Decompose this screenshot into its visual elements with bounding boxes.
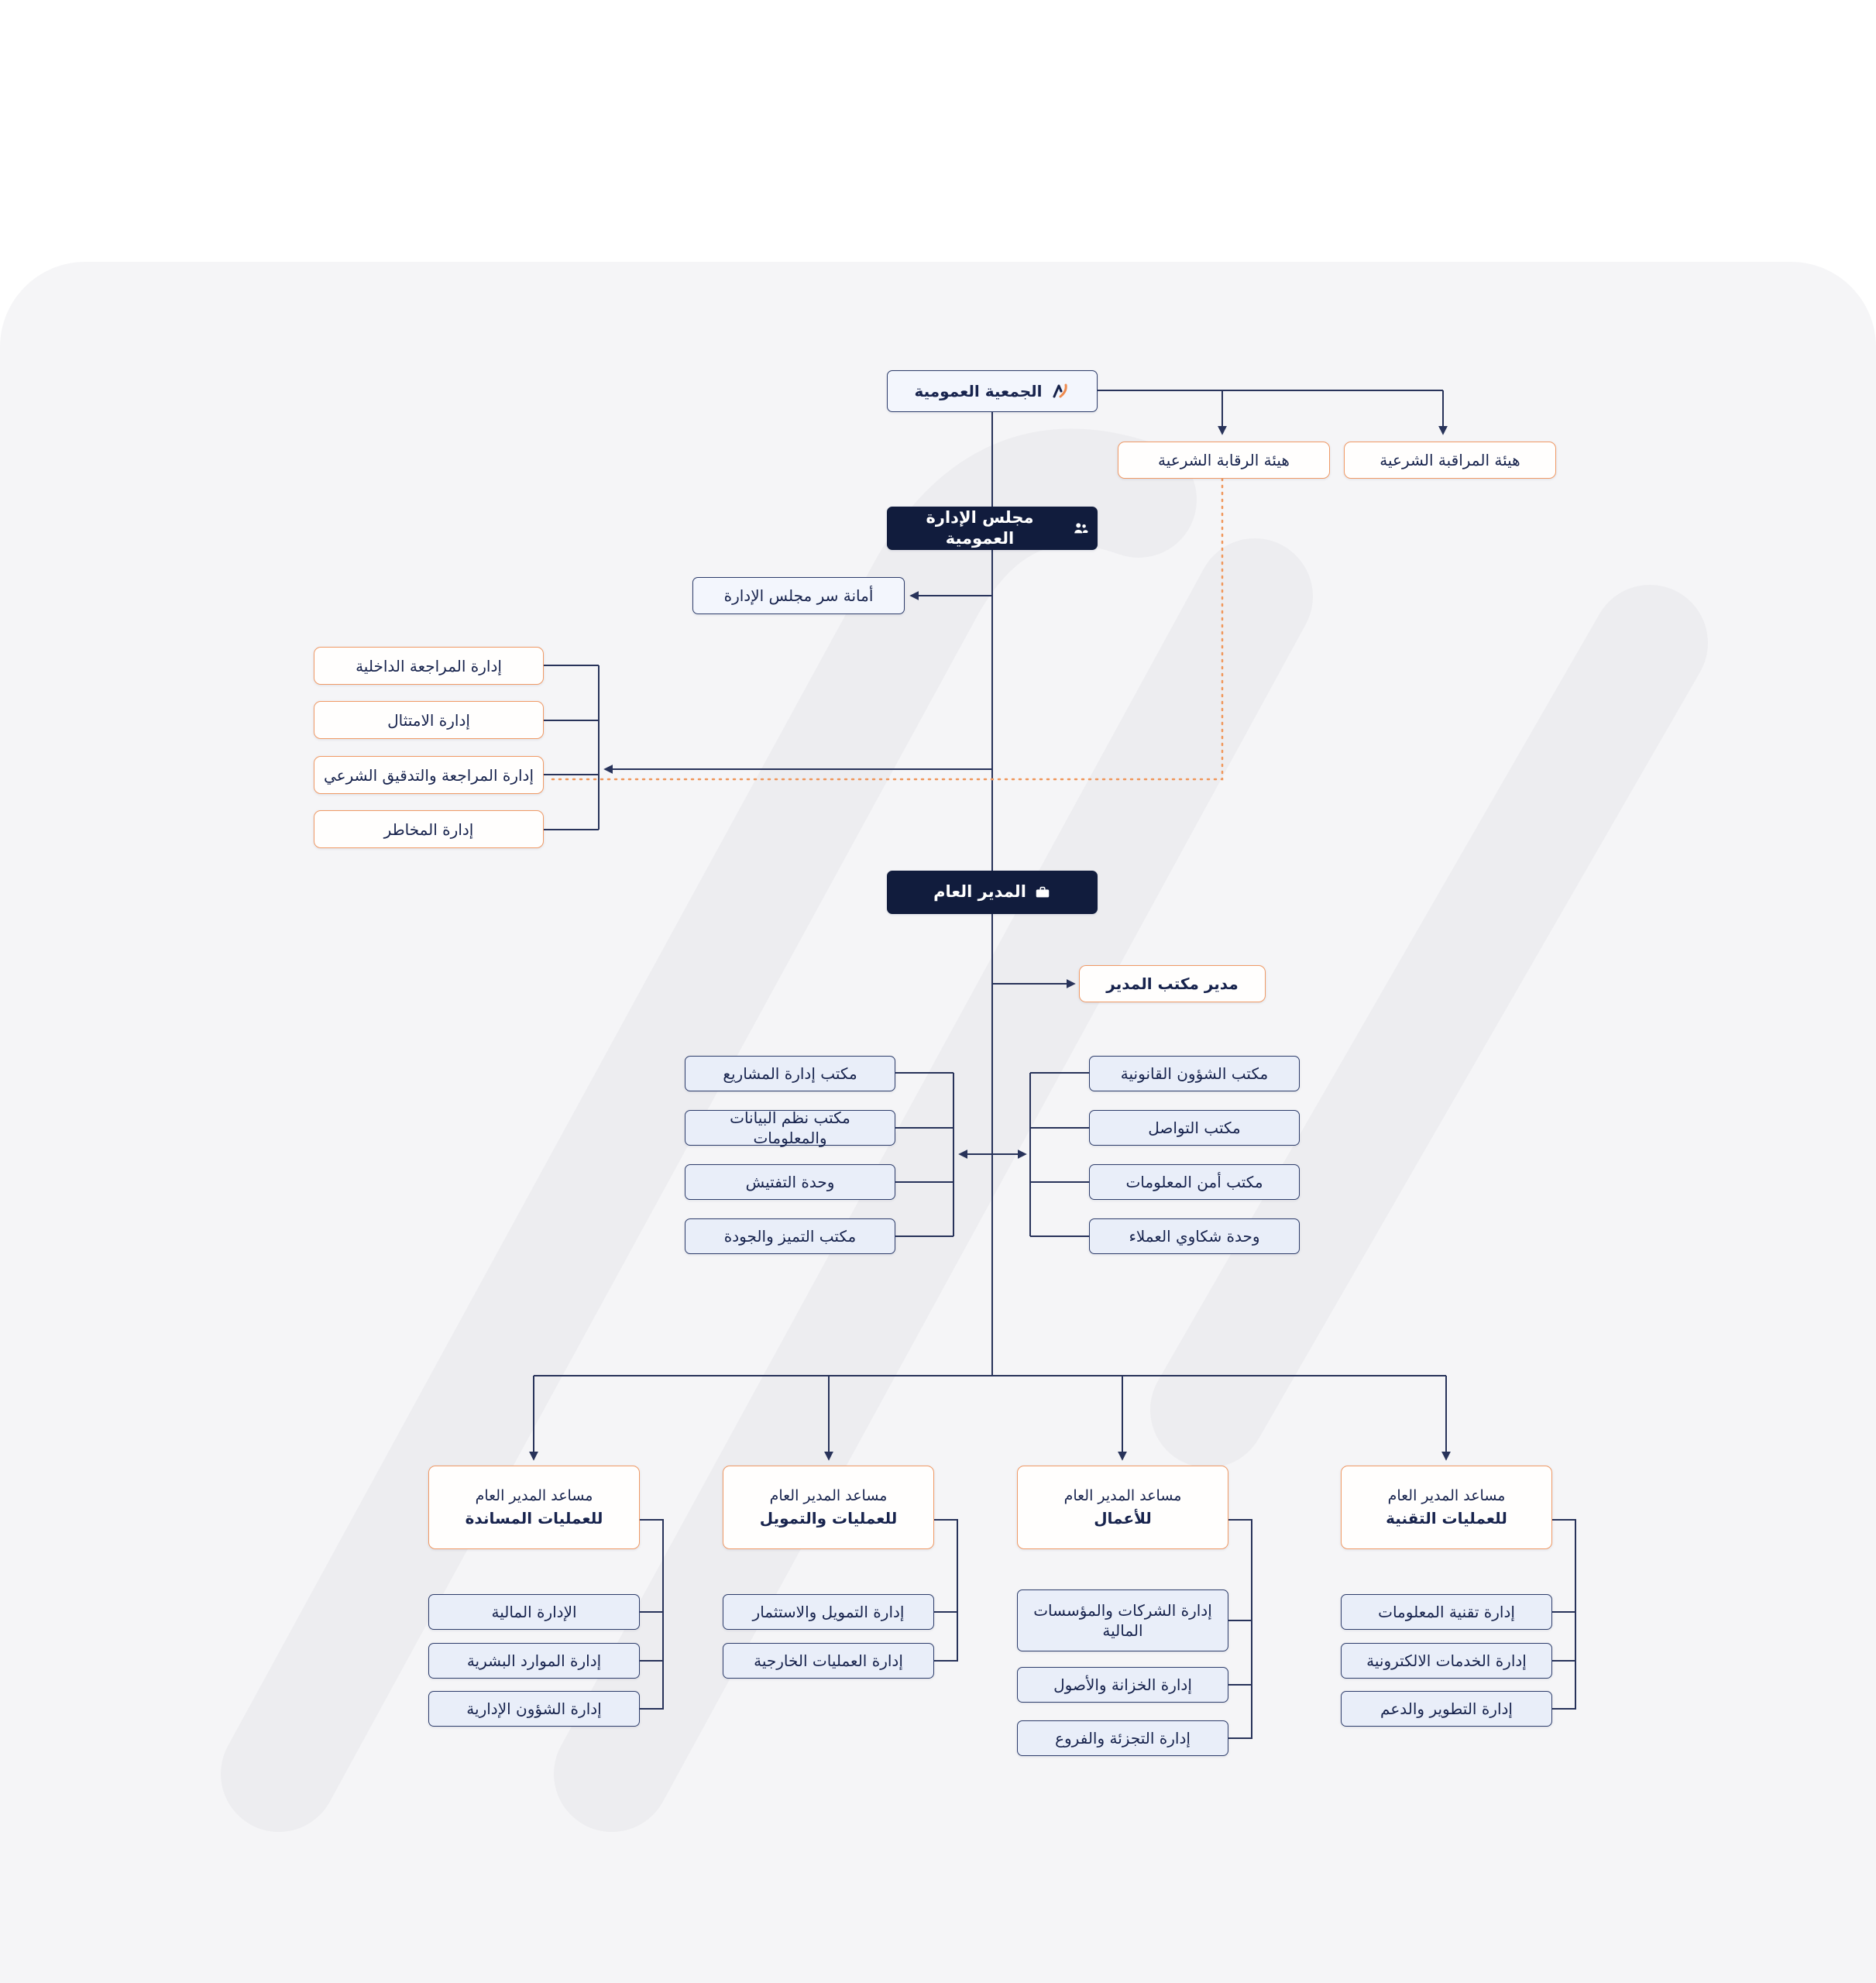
assistant-subtitle: للعمليات المساندة [465, 1508, 603, 1528]
node-it-dept: إدارة تقنية المعلومات [1341, 1594, 1552, 1630]
node-sharia-supervisory: هيئة الرقابة الشرعية [1118, 442, 1330, 479]
node-general-assembly: الجمعية العمومية [887, 370, 1098, 412]
node-internal-audit-dept: إدارة المراجعة الداخلية [314, 647, 544, 685]
assistant-title: مساعد المدير العام [1063, 1487, 1182, 1505]
node-admin-affairs-dept: إدارة الشؤون الإدارية [428, 1691, 640, 1727]
node-finance-dept: الإدارة المالية [428, 1594, 640, 1630]
logo-icon [1050, 381, 1070, 401]
node-office-communication: مكتب التواصل [1089, 1110, 1300, 1146]
node-office-projects: مكتب إدارة المشاريع [685, 1056, 895, 1091]
sharia-dotted-connector [545, 477, 1224, 781]
org-people-icon [1072, 520, 1089, 537]
node-assistant-business: مساعد المدير العام للأعمال [1017, 1466, 1228, 1549]
node-label: المدير العام [933, 882, 1026, 902]
node-assistant-support-operations: مساعد المدير العام للعمليات المساندة [428, 1466, 640, 1549]
node-hr-dept: إدارة الموارد البشرية [428, 1643, 640, 1679]
node-general-manager: المدير العام [887, 871, 1098, 914]
node-funding-investment-dept: إدارة التمويل والاستثمار [723, 1594, 934, 1630]
navy-connectors [529, 390, 1576, 1739]
node-risk-dept: إدارة المخاطر [314, 810, 544, 848]
assistant-title: مساعد المدير العام [769, 1487, 888, 1505]
node-gm-office-manager: مدير مكتب المدير [1079, 965, 1266, 1002]
assistant-title: مساعد المدير العام [475, 1487, 593, 1505]
node-compliance-dept: إدارة الامتثال [314, 701, 544, 739]
briefcase-icon [1034, 884, 1051, 901]
node-assistant-technical-operations: مساعد المدير العام للعمليات التقنية [1341, 1466, 1552, 1549]
node-customer-complaints-unit: وحدة شكاوي العملاء [1089, 1218, 1300, 1254]
assistant-subtitle: للعمليات التقنية [1386, 1508, 1507, 1528]
node-office-infosec: مكتب أمن المعلومات [1089, 1164, 1300, 1200]
node-eservices-dept: إدارة الخدمات الالكترونية [1341, 1643, 1552, 1679]
node-office-excellence-quality: مكتب التميز والجودة [685, 1218, 895, 1254]
node-inspection-unit: وحدة التفتيش [685, 1164, 895, 1200]
node-board: مجلس الإدارة العمومية [887, 507, 1098, 550]
assistant-subtitle: للعمليات والتمويل [759, 1508, 898, 1528]
watermark-logo [221, 428, 1708, 1832]
node-label: مجلس الإدارة العمومية [926, 507, 1034, 548]
node-board-secretariat: أمانة سر مجلس الإدارة [692, 577, 905, 614]
node-corporate-institutions-dept: إدارة الشركات والمؤسسات المالية [1017, 1589, 1228, 1651]
node-label: الجمعية العمومية [914, 382, 1043, 400]
node-office-data-systems: مكتب نظم البيانات والمعلومات [685, 1108, 895, 1147]
node-sharia-audit-dept: إدارة المراجعة والتدقيق الشرعي [314, 756, 544, 794]
node-office-legal: مكتب الشؤون القانونية [1089, 1056, 1300, 1091]
node-external-operations-dept: إدارة العمليات الخارجية [723, 1643, 934, 1679]
node-development-support-dept: إدارة التطوير والدعم [1341, 1691, 1552, 1727]
node-assistant-operations-finance: مساعد المدير العام للعمليات والتمويل [723, 1466, 934, 1549]
node-sharia-monitoring: هيئة المراقبة الشرعية [1344, 442, 1556, 479]
assistant-title: مساعد المدير العام [1387, 1487, 1506, 1505]
assistant-subtitle: للأعمال [1094, 1508, 1152, 1528]
node-retail-branches-dept: إدارة التجزئة والفروع [1017, 1720, 1228, 1756]
node-treasury-assets-dept: إدارة الخزانة والأصول [1017, 1667, 1228, 1703]
